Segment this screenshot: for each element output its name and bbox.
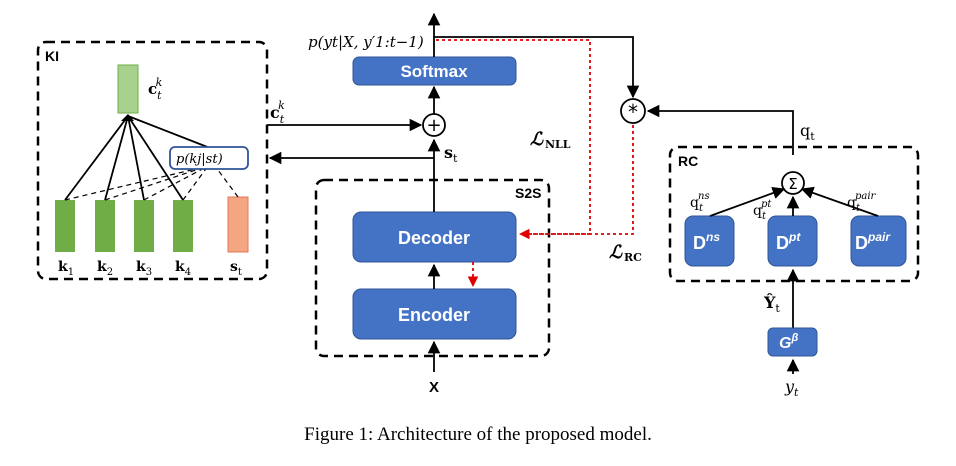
q-pair-label: qtpair	[847, 191, 877, 214]
knowledge-bar-3	[134, 200, 154, 252]
ck-mid-label: ctk	[270, 99, 285, 126]
softmax-label: Softmax	[400, 62, 468, 81]
knowledge-label-1: k1	[58, 259, 74, 278]
input-y-label: yt	[784, 377, 799, 399]
ki-panel-label: KI	[45, 48, 59, 64]
multiply-operator	[620, 98, 646, 124]
knowledge-label-5: st	[230, 259, 242, 278]
context-vector-bar	[117, 64, 139, 114]
d-ns-label: Dns	[693, 230, 720, 253]
knowledge-label-4: k4	[175, 259, 191, 278]
knowledge-label-3: k3	[136, 259, 152, 278]
d-pt-label: Dpt	[776, 230, 801, 253]
ki-panel: KI ctk p(kj|st) k1 k2 k3	[36, 40, 269, 281]
d-ns-box	[684, 215, 735, 267]
knowledge-bar-4	[173, 200, 193, 252]
sum-symbol: Σ	[788, 175, 797, 193]
q-ns-label: qtns	[690, 191, 710, 214]
encoder-label: Encoder	[398, 305, 470, 325]
d-pair-box	[850, 215, 907, 267]
star-symbol: *	[628, 100, 638, 124]
attention-prob-label: p(kj|st)	[176, 152, 223, 167]
knowledge-labels: k1 k2 k3 k4 st	[58, 259, 242, 278]
state-bar	[227, 196, 249, 253]
s2s-panel: S2S Decoder Encoder	[314, 178, 551, 358]
input-x-label: X	[429, 379, 439, 396]
decoder-label: Decoder	[398, 228, 470, 248]
knowledge-bar-1	[55, 200, 75, 252]
s2s-panel-label: S2S	[515, 185, 541, 201]
output-prob-label: p(yt|X, y′1:t−1)	[308, 33, 424, 51]
rc-panel: RC Σ Dns Dpt Dpair qtns qtpt qtpair	[668, 145, 920, 283]
ck-top-label: ctk	[148, 76, 163, 102]
g-box	[767, 327, 818, 357]
knowledge-bar-2	[95, 200, 115, 252]
d-pair-label: Dpair	[855, 230, 891, 253]
attention-prob-box	[169, 146, 249, 170]
sum-operator	[781, 171, 805, 195]
q-pt-label: qtpt	[753, 199, 772, 222]
plus-symbol: +	[426, 115, 441, 136]
st-center-label: st	[444, 143, 458, 165]
knowledge-label-2: k2	[97, 259, 113, 278]
rc-panel-label: RC	[678, 153, 698, 169]
y-hat-label: Ŷt	[763, 292, 780, 315]
figure-caption: Figure 1: Architecture of the proposed m…	[304, 424, 652, 445]
g-label: Gβ	[779, 332, 798, 352]
qt-label: qt	[800, 121, 815, 143]
